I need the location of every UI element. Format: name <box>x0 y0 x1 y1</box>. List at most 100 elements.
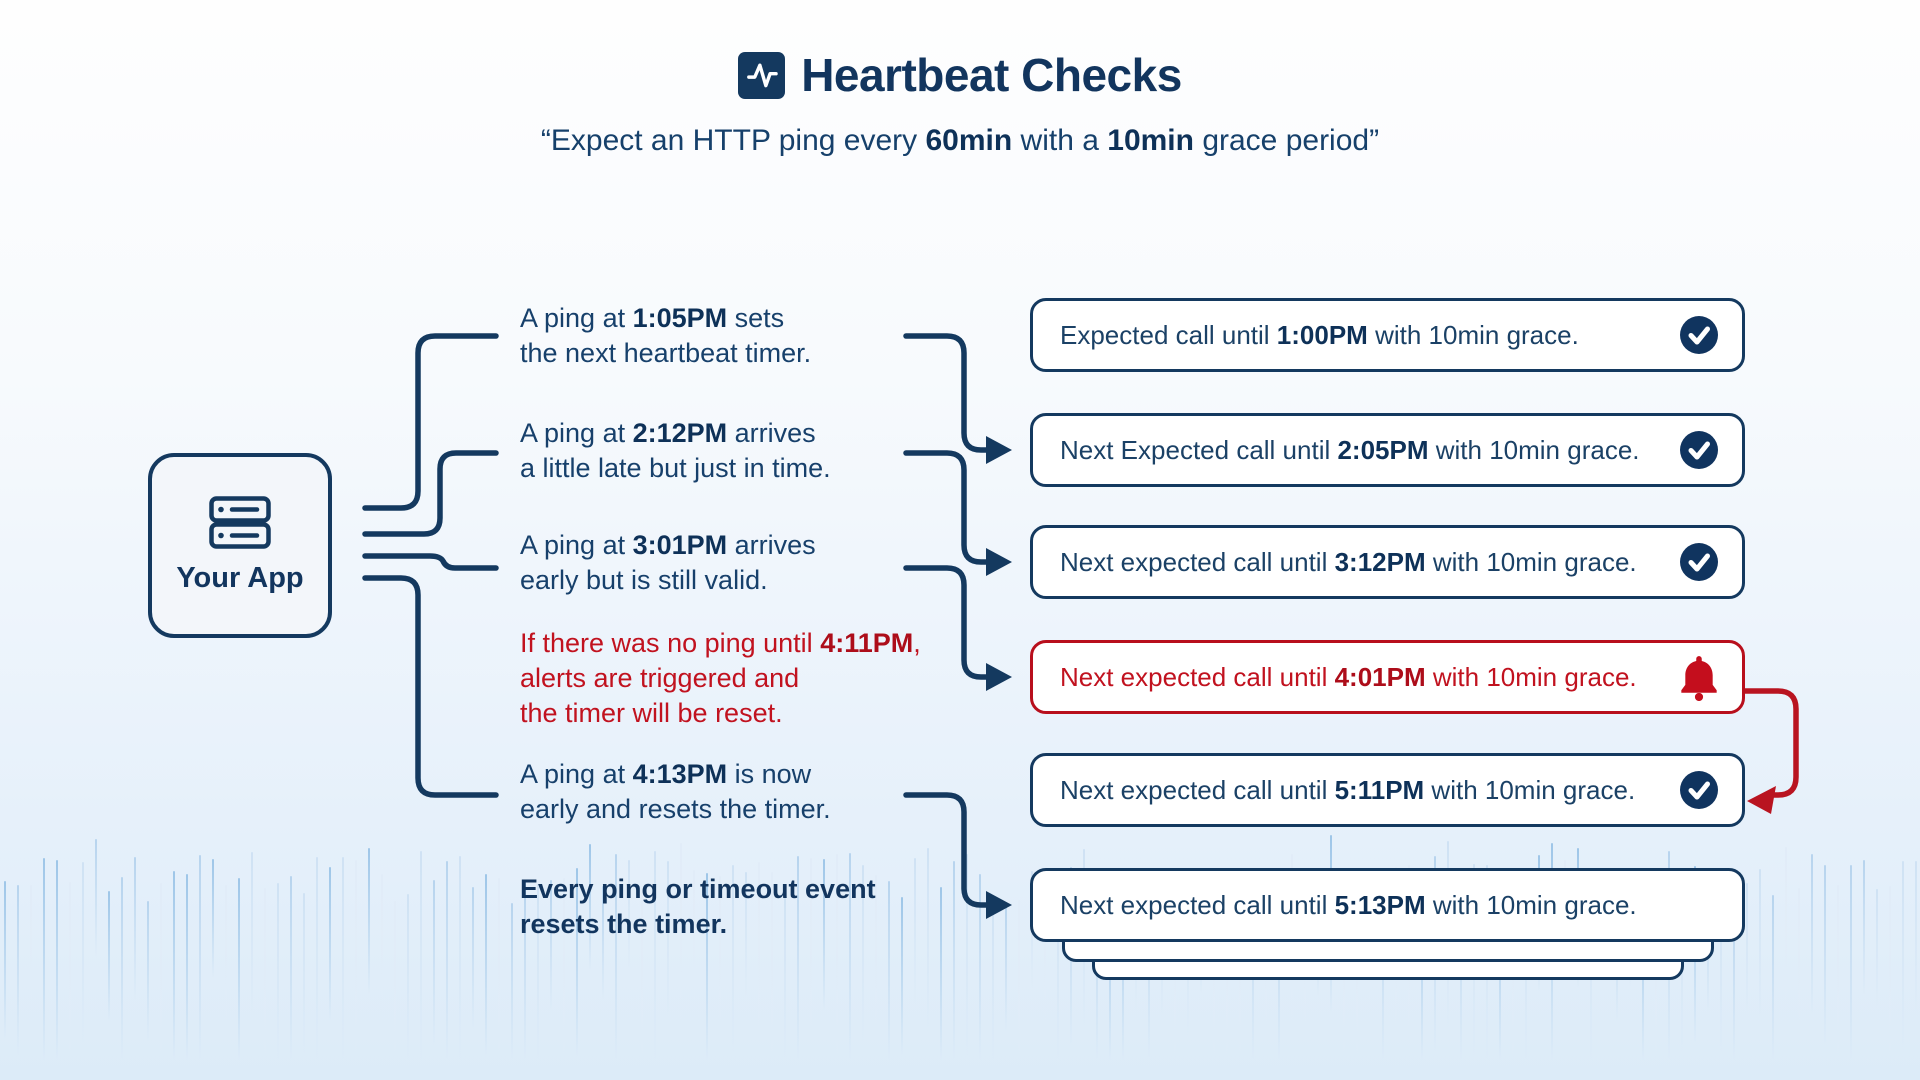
waveform-bar <box>1915 861 1918 1018</box>
status-card-2: Next Expected call until 2:05PM with 10m… <box>1030 413 1745 487</box>
waveform-bar <box>550 880 553 1012</box>
waveform-bar <box>485 874 488 1055</box>
waveform-bar <box>823 859 826 1011</box>
waveform-bar <box>862 864 865 1042</box>
subtitle-text: “Expect an HTTP ping every <box>540 124 926 157</box>
waveform-bar <box>1876 889 1879 1008</box>
waveform-bar <box>537 883 540 1060</box>
waveform-bar <box>43 858 46 1060</box>
server-icon <box>209 496 271 549</box>
note-ping-1: A ping at 1:05PM sets the next heartbeat… <box>520 303 812 368</box>
waveform-bar <box>1005 903 1008 1033</box>
waveform-bar <box>914 857 917 1006</box>
note-ping-3: A ping at 3:01PM arrives early but is st… <box>520 530 816 595</box>
status-card-1: Expected call until 1:00PM with 10min gr… <box>1030 298 1745 372</box>
heartbeat-pulse-icon <box>738 51 786 99</box>
waveform-bar <box>342 857 345 1060</box>
waveform-bar <box>1837 884 1840 1060</box>
waveform-bar <box>30 884 33 1003</box>
check-icon <box>1680 431 1718 469</box>
waveform-bar <box>966 853 969 1056</box>
waveform-bar <box>784 890 787 1058</box>
check-icon <box>1680 316 1718 354</box>
waveform-bar <box>641 889 644 1060</box>
note-ping-2: A ping at 2:12PM arrives a little late b… <box>520 418 831 483</box>
waveform-bar <box>927 847 930 1035</box>
waveform-bar <box>706 873 709 1060</box>
status-card-3: Next expected call until 3:12PM with 10m… <box>1030 525 1745 599</box>
waveform-bar <box>82 861 85 1045</box>
status-card-5: Next expected call until 5:11PM with 10m… <box>1030 753 1745 827</box>
waveform-bar <box>498 877 501 1060</box>
waveform-bar <box>1772 895 1775 1060</box>
waveform-bar <box>1746 883 1749 1019</box>
waveform-bar <box>1044 882 1047 1022</box>
waveform-bar <box>472 887 475 1031</box>
waveform-bar <box>160 882 163 1060</box>
waveform-bar <box>1057 881 1060 1060</box>
waveform-bar <box>290 875 293 1060</box>
waveform-bar <box>316 856 319 1060</box>
waveform-bar <box>329 867 332 1023</box>
waveform-bar <box>953 861 956 1060</box>
waveform-bar <box>1811 854 1814 1018</box>
waveform-bar <box>1720 885 1723 1053</box>
waveform-bar <box>602 886 605 1001</box>
waveform-bar <box>745 871 748 997</box>
waveform-bar <box>17 885 20 1056</box>
waveform-bar <box>680 842 683 1026</box>
waveform-bar <box>407 893 410 1060</box>
waveform-bar <box>264 887 267 1060</box>
waveform-bar <box>1733 900 1736 1060</box>
waveform-bar <box>1863 860 1866 996</box>
waveform-bar <box>225 885 228 1024</box>
waveform-bar <box>1798 887 1801 1033</box>
status-card-4-alert: Next expected call until 4:01PM with 10m… <box>1030 640 1745 714</box>
status-card-6: Next expected call until 5:13PM with 10m… <box>1030 868 1745 942</box>
subtitle-grace: 10min <box>1107 124 1194 157</box>
waveform-bar <box>355 860 358 1060</box>
waveform-bar <box>238 877 241 1060</box>
waveform-bar <box>667 861 670 1023</box>
waveform-bar <box>1785 846 1788 1014</box>
waveform-bar <box>732 865 735 1052</box>
waveform-bar <box>849 853 852 1060</box>
waveform-bar <box>108 890 111 1022</box>
alert-bell-icon <box>1680 656 1718 701</box>
note-ping-5: A ping at 4:13PM is now early and resets… <box>520 759 831 824</box>
waveform-bar <box>615 853 618 1060</box>
waveform-bar <box>628 860 631 973</box>
header: Heartbeat Checks “Expect an HTTP ping ev… <box>0 48 1920 158</box>
waveform-bar <box>381 874 384 1012</box>
waveform-bar <box>771 872 774 1060</box>
subtitle-text: grace period” <box>1193 124 1380 157</box>
waveform-bar <box>693 870 696 1000</box>
waveform-bar <box>524 880 527 1060</box>
waveform-bar <box>758 861 761 1041</box>
waveform-bar <box>940 886 943 1060</box>
check-icon <box>1680 543 1718 581</box>
waveform-bar <box>992 900 995 1060</box>
waveform-bar <box>576 868 579 1057</box>
waveform-bar <box>589 843 592 971</box>
note-timeout-alert: If there was no ping until 4:11PM, alert… <box>520 628 921 728</box>
waveform-bar <box>199 854 202 1060</box>
waveform-bar <box>121 876 124 1060</box>
waveform-bar <box>901 896 904 1055</box>
waveform-bar <box>134 856 137 1001</box>
waveform-bar <box>797 855 800 1060</box>
subtitle-interval: 60min <box>925 124 1013 157</box>
waveform-bar <box>1018 900 1021 1060</box>
waveform-bar <box>147 901 150 1042</box>
waveform-bar <box>446 860 449 1060</box>
waveform-bar <box>979 874 982 1060</box>
check-icon <box>1680 771 1718 809</box>
your-app-label: Your App <box>176 562 304 594</box>
waveform-bar <box>433 880 436 1045</box>
waveform-bar <box>212 859 215 978</box>
waveform-bar <box>459 855 462 1060</box>
waveform-bar <box>1889 885 1892 1060</box>
waveform-bar <box>186 873 189 1060</box>
waveform-bar <box>888 880 891 1060</box>
